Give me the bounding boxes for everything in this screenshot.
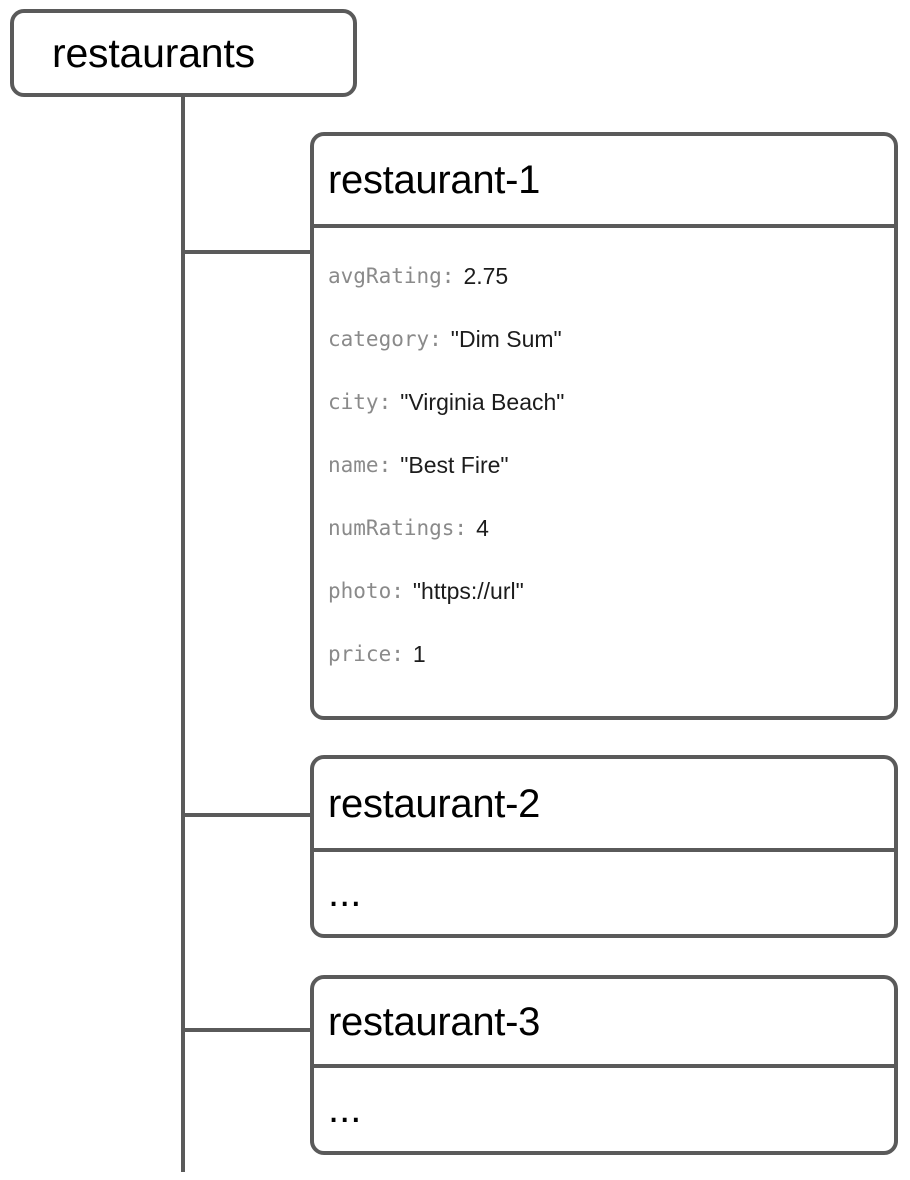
document-field-list: ... [314, 852, 894, 934]
document-card-restaurant-2[interactable]: restaurant-2 ... [310, 755, 898, 938]
document-field-list: avgRating: 2.75 category: "Dim Sum" city… [314, 228, 894, 686]
branch-connector-restaurant-1 [181, 250, 312, 254]
field-value: 2.75 [463, 263, 509, 289]
collection-node-label: restaurants [52, 29, 255, 76]
document-card-restaurant-1[interactable]: restaurant-1 avgRating: 2.75 category: "… [310, 132, 898, 720]
document-field-row: city: "Virginia Beach" [328, 371, 894, 434]
document-card-restaurant-3[interactable]: restaurant-3 ... [310, 975, 898, 1155]
document-title: restaurant-3 [328, 999, 541, 1044]
document-field-row: photo: "https://url" [328, 560, 894, 623]
document-title: restaurant-2 [328, 781, 541, 826]
field-value: 4 [476, 515, 489, 541]
document-card-header: restaurant-2 [314, 759, 894, 852]
document-field-list: ... [314, 1068, 894, 1150]
field-key: city: [328, 390, 392, 414]
branch-connector-restaurant-3 [181, 1028, 312, 1032]
ellipsis-placeholder: ... [328, 871, 362, 915]
field-value: 1 [412, 641, 426, 667]
trunk-connector-line [181, 90, 185, 1172]
field-value: "Dim Sum" [450, 326, 562, 352]
collection-node-restaurants[interactable]: restaurants [10, 9, 357, 97]
document-card-header: restaurant-3 [314, 979, 894, 1068]
field-key: name: [328, 453, 392, 477]
document-field-row: numRatings: 4 [328, 497, 894, 560]
document-field-row: name: "Best Fire" [328, 434, 894, 497]
document-field-row: price: 1 [328, 623, 894, 686]
field-key: numRatings: [328, 516, 468, 540]
branch-connector-restaurant-2 [181, 813, 312, 817]
document-card-header: restaurant-1 [314, 136, 894, 228]
field-key: photo: [328, 579, 404, 603]
document-field-row: category: "Dim Sum" [328, 308, 894, 371]
field-key: price: [328, 642, 404, 666]
ellipsis-placeholder: ... [328, 1087, 362, 1131]
field-value: "https://url" [412, 578, 524, 604]
document-title: restaurant-1 [328, 158, 541, 202]
field-key: avgRating: [328, 264, 455, 288]
document-field-row: avgRating: 2.75 [328, 245, 894, 308]
field-value: "Virginia Beach" [400, 389, 565, 415]
field-key: category: [328, 327, 442, 351]
field-value: "Best Fire" [400, 452, 509, 478]
